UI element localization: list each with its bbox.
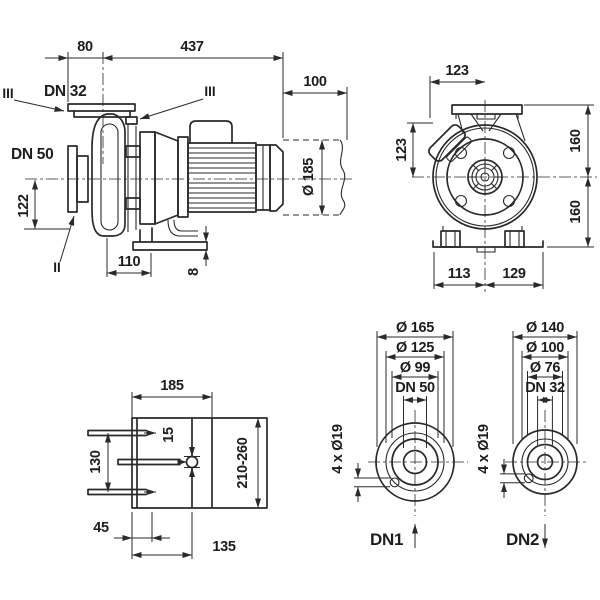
ref-mark-iii-right: III (204, 84, 215, 99)
dim-foot-length: 110 (118, 254, 141, 270)
label-port-dn2: DN2 (506, 530, 539, 549)
dim-flange2-holes: 4 x Ø19 (476, 424, 492, 474)
label-flange1-dn: DN 50 (395, 380, 435, 396)
label-flange2-dn: DN 32 (525, 380, 565, 396)
dim-foot-right: 129 (502, 266, 526, 282)
label-discharge-dn32: DN 32 (44, 83, 86, 100)
dim-slot-position: 135 (212, 539, 236, 555)
dim-center-to-base: 160 (568, 200, 584, 224)
dim-motor-diameter: Ø 185 (301, 158, 317, 196)
dim-foot-left: 113 (448, 266, 471, 282)
dim-flange-to-center: 123 (445, 63, 469, 79)
dim-flange-offset: 80 (77, 39, 93, 55)
dim-removal-space: 100 (303, 74, 327, 90)
dim-plate-thickness: 8 (186, 268, 202, 276)
dim-slot-width: 15 (161, 427, 177, 443)
support-bracket-view: 185 15 130 210-260 45 135 (87, 378, 268, 559)
dim-overall-length: 437 (180, 39, 204, 55)
front-view: 123 123 160 160 113 129 (394, 63, 597, 292)
flange-dn2-view: Ø 140 Ø 100 Ø 76 DN 32 4 x Ø19 DN2 (476, 320, 588, 549)
dim-bracket-width: 185 (160, 378, 184, 394)
dim-flange2-bolt-circle: Ø 100 (526, 340, 564, 356)
dim-flange1-holes: 4 x Ø19 (330, 424, 346, 474)
dim-flange2-outer: Ø 140 (526, 320, 564, 336)
label-suction-dn50: DN 50 (11, 146, 53, 163)
dim-flange1-outer: Ø 165 (396, 320, 434, 336)
label-port-dn1: DN1 (370, 530, 403, 549)
dim-suction-to-center: 123 (394, 138, 410, 162)
side-view: 80 437 100 Ø 185 122 110 8 DN 32 DN 50 I… (2, 39, 352, 277)
dim-suction-height: 122 (16, 194, 32, 218)
dim-flange2-raised-face: Ø 76 (530, 360, 560, 376)
ref-mark-iii-left: III (2, 86, 13, 101)
dim-center-to-top: 160 (568, 129, 584, 153)
dim-bolt-spacing: 130 (88, 450, 104, 474)
dim-height-range: 210-260 (235, 437, 251, 488)
dim-flange1-bolt-circle: Ø 125 (396, 340, 434, 356)
flange-dn1-view: Ø 165 Ø 125 Ø 99 DN 50 4 x Ø19 DN1 (330, 320, 468, 549)
ref-mark-ii: II (53, 260, 61, 275)
dim-edge-offset: 45 (93, 520, 109, 536)
dim-flange1-raised-face: Ø 99 (400, 360, 430, 376)
